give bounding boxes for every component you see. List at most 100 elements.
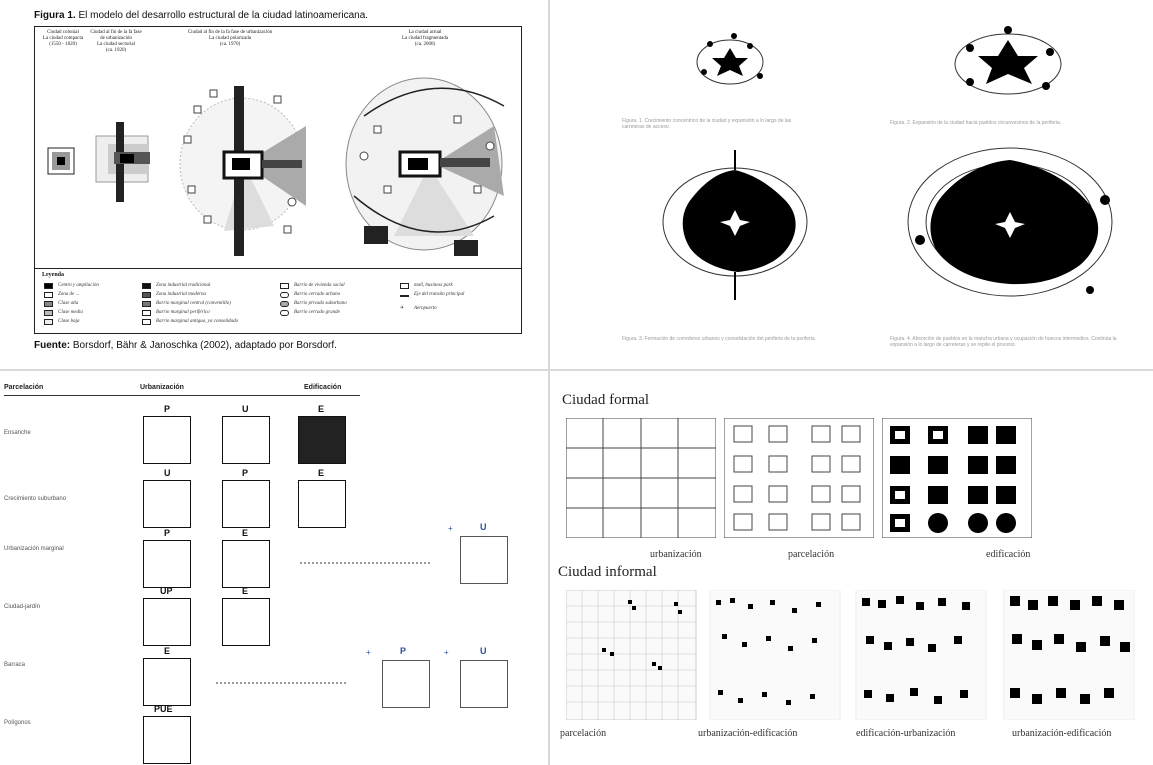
tile-grid [143, 416, 191, 464]
urban-growth-panel: Figura. 1. Crecimiento concéntrico de la… [550, 0, 1153, 368]
legend-item: Zona de ... [58, 292, 79, 297]
row-label: Crecimiento suburbano [4, 496, 66, 502]
legend-swatch [280, 292, 289, 298]
figure1-legend: Leyenda Centro y ampliación Zona de ... … [34, 268, 522, 334]
growth-caption: Figura. 1. Crecimiento concéntrico de la… [622, 118, 812, 130]
city-model-diagram [34, 26, 522, 268]
legend-item: mall, business park [414, 283, 453, 288]
plus-sign: + [448, 524, 453, 533]
tile-letter: P [400, 646, 406, 656]
development-table-panel: Parcelación Urbanización Edificación Ens… [0, 372, 548, 765]
plus-sign: + [444, 648, 449, 657]
tile-letter: E [318, 468, 324, 478]
legend-item: Centro y ampliación [58, 283, 99, 288]
growth-caption: Figura. 4. Absorción de pueblos en la ma… [890, 336, 1130, 348]
growth-diagrams [550, 0, 1153, 368]
row-label: Ciudad-jardín [4, 604, 40, 610]
legend-swatch [44, 310, 53, 316]
tile-letter: P [164, 404, 170, 414]
growth-stage-3 [663, 150, 807, 300]
informal-caption: edificación-urbanización [856, 728, 955, 739]
legend-swatch [280, 301, 289, 307]
legend-swatch [44, 301, 53, 307]
legend-swatch [142, 283, 151, 289]
formal-urbanizacion-panel [566, 418, 716, 538]
legend-title: Leyenda [42, 272, 64, 278]
tile-letter: P [164, 528, 170, 538]
legend-item: Barrio privado suburbano [294, 301, 347, 306]
row-label: Ensanche [4, 430, 31, 436]
header-edificacion: Edificación [304, 384, 341, 391]
growth-caption: Figura. 3. Formación de corredores urban… [622, 336, 822, 342]
plus-sign: + [366, 648, 371, 657]
tile-letter: U [480, 522, 487, 532]
growth-caption: Figura. 2. Expansión de la ciudad hacia … [890, 120, 1080, 126]
tile-letter: U [242, 404, 249, 414]
tile-built [298, 416, 346, 464]
legend-swatch [280, 283, 289, 289]
legend-item: Zona industrial moderna [156, 292, 206, 297]
tile-polygons [143, 716, 191, 764]
empty-tile [382, 660, 430, 708]
legend-item: Barrio marginal central (conventillo) [156, 301, 231, 306]
header-rule [4, 395, 360, 396]
tile-letter: E [242, 528, 248, 538]
formal-parcelacion-panel [724, 418, 874, 538]
legend-swatch [44, 319, 53, 325]
legend-item: Clase alta [58, 301, 78, 306]
legend-item: Barrio cerrado urbano [294, 292, 340, 297]
tile-letter: E [318, 404, 324, 414]
figure1-panel: Figura 1. El modelo del desarrollo estru… [0, 0, 548, 368]
tile-parcels [222, 480, 270, 528]
row-label: Barraca [4, 662, 25, 668]
legend-item: Zona industrial tradicional [156, 283, 210, 288]
legend-item: Barrio cerrado grande [294, 310, 340, 315]
informal-caption: urbanización-edificación [1012, 728, 1111, 739]
empty-tile [460, 660, 508, 708]
legend-item: Eje del transito principal [414, 292, 464, 297]
legend-swatch [280, 310, 289, 316]
growth-stage-4 [908, 148, 1112, 296]
airport-icon: ✈ [400, 305, 404, 311]
formal-edificacion-panel [882, 418, 1032, 538]
legend-swatch [142, 292, 151, 298]
row-label: Polígonos [4, 720, 31, 726]
formal-caption: urbanización [650, 549, 702, 560]
tile-built [222, 540, 270, 588]
header-urbanizacion: Urbanización [140, 384, 184, 391]
horizontal-divider [0, 369, 1153, 371]
formal-caption: parcelación [788, 549, 834, 560]
tile-letter: UP [160, 586, 173, 596]
polarized-city-diagram [180, 86, 306, 256]
legend-swatch [142, 310, 151, 316]
formal-caption: edificación [986, 549, 1030, 560]
growth-stage-2 [955, 26, 1061, 94]
colonial-city-diagram [48, 148, 74, 174]
legend-swatch [400, 283, 409, 289]
tile-gardens [143, 598, 191, 646]
tile-built [143, 658, 191, 706]
legend-swatch [44, 283, 53, 289]
tile-streets [143, 480, 191, 528]
tile-letter: P [242, 468, 248, 478]
legend-swatch [44, 292, 53, 298]
tile-built [222, 598, 270, 646]
tile-letter: U [480, 646, 487, 656]
tile-grid [222, 416, 270, 464]
dotted-connector [300, 562, 430, 564]
legend-swatch [142, 319, 151, 325]
legend-item: Clase baja [58, 319, 80, 324]
legend-item: Barrio de vivienda social [294, 283, 345, 288]
informal-caption: urbanización-edificación [698, 728, 797, 739]
figure1-source: Fuente: Borsdorf, Bähr & Janoschka (2002… [34, 340, 337, 351]
informal-caption: parcelación [560, 728, 606, 739]
informal-city-panels [566, 590, 1138, 720]
figure1-title: Figura 1. El modelo del desarrollo estru… [34, 10, 368, 21]
formal-city-title: Ciudad formal [562, 392, 649, 409]
header-parcelacion: Parcelación [4, 384, 43, 391]
tile-built [298, 480, 346, 528]
empty-tile [460, 536, 508, 584]
row-label: Urbanización marginal [4, 546, 64, 552]
tile-letter: E [242, 586, 248, 596]
legend-item: Aeropuerto [414, 306, 437, 311]
